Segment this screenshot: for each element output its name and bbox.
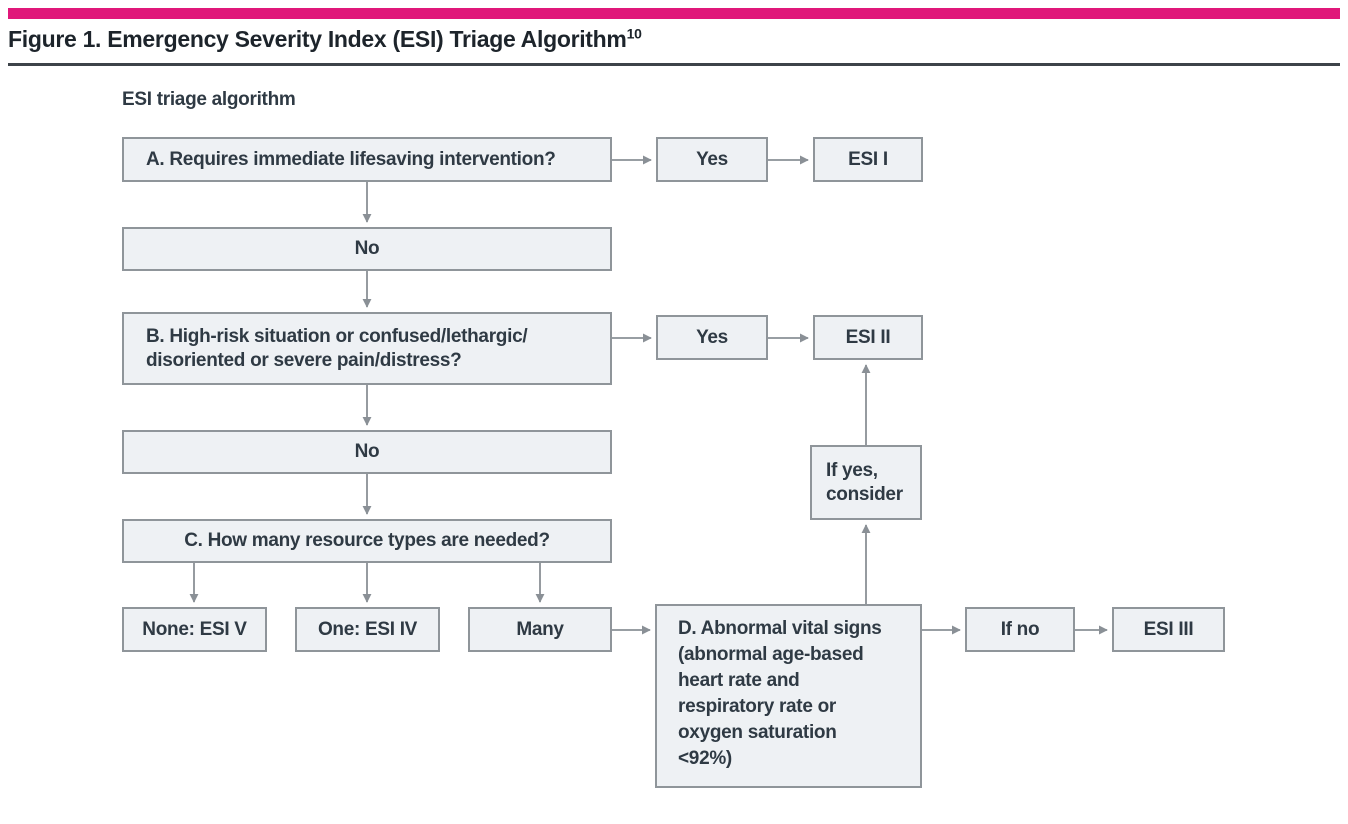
node-b-question: B. High-risk situation or confused/letha… <box>122 312 612 385</box>
node-d-vital-signs: D. Abnormal vital signs (abnormal age-ba… <box>655 604 922 788</box>
node-a-question: A. Requires immediate lifesaving interve… <box>122 137 612 182</box>
node-yes-b: Yes <box>656 315 768 360</box>
node-no-a: No <box>122 227 612 271</box>
figure-title: Figure 1. Emergency Severity Index (ESI)… <box>8 26 1338 53</box>
node-esi-3: ESI III <box>1112 607 1225 652</box>
node-if-yes-consider: If yes, consider <box>810 445 922 520</box>
node-esi-1: ESI I <box>813 137 923 182</box>
node-no-b: No <box>122 430 612 474</box>
figure-reference-superscript: 10 <box>626 25 642 42</box>
node-many: Many <box>468 607 612 652</box>
accent-bar <box>8 8 1340 19</box>
diagram-heading: ESI triage algorithm <box>122 89 296 110</box>
node-esi-2: ESI II <box>813 315 923 360</box>
title-divider <box>8 63 1340 66</box>
node-none-esi-5: None: ESI V <box>122 607 267 652</box>
node-c-question: C. How many resource types are needed? <box>122 519 612 563</box>
node-if-no: If no <box>965 607 1075 652</box>
figure-title-text: Figure 1. Emergency Severity Index (ESI)… <box>8 26 627 52</box>
node-one-esi-4: One: ESI IV <box>295 607 440 652</box>
node-yes-a: Yes <box>656 137 768 182</box>
